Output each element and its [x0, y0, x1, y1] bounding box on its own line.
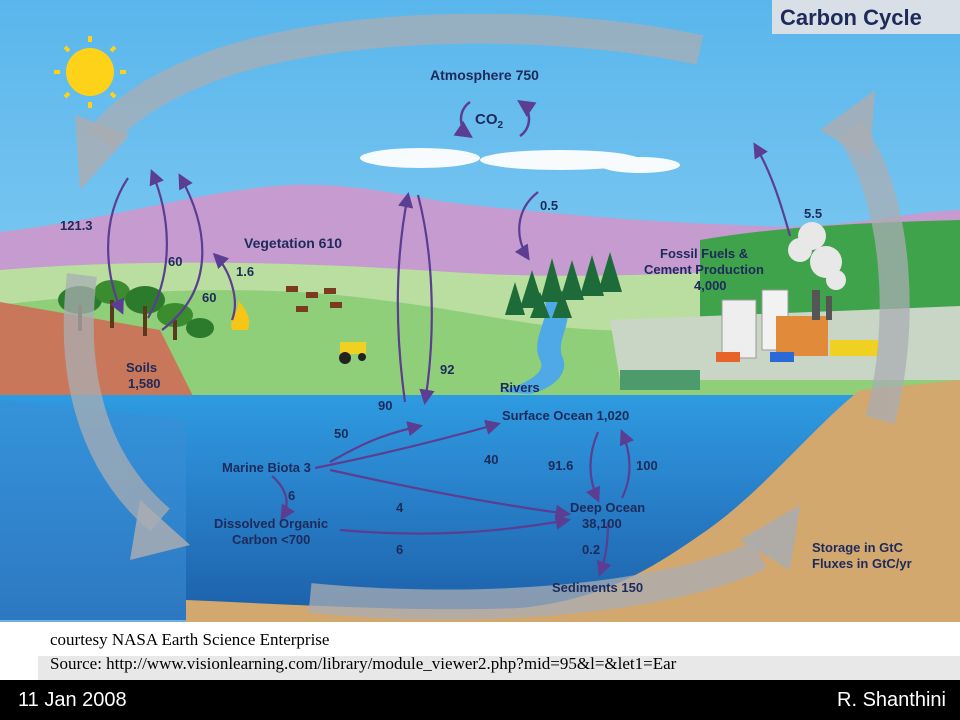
marine-biota-label: Marine Biota 3 [222, 460, 311, 475]
diagram-title: Carbon Cycle [780, 5, 922, 30]
deep-ocean-label: Deep Ocean [570, 500, 645, 515]
flux-92: 92 [440, 362, 454, 377]
legend-fluxes: Fluxes in GtC/yr [812, 556, 912, 571]
flux-0-2: 0.2 [582, 542, 600, 557]
caption-source: Source: http://www.visionlearning.com/li… [50, 654, 677, 673]
rivers-label: Rivers [500, 380, 540, 395]
co2-subscript: 2 [498, 120, 504, 131]
source-strip [38, 656, 960, 680]
footer-author: R. Shanthini [837, 689, 946, 711]
cycle-arrows [63, 13, 910, 620]
vegetation-label: Vegetation 610 [244, 235, 342, 251]
carbon-cycle-diagram: CO2 Carbon Cycle Atmosphere 750 Vegetati… [0, 0, 960, 622]
fire-icon [231, 300, 250, 330]
flux-1-6: 1.6 [236, 264, 254, 279]
flux-60-b: 60 [202, 290, 216, 305]
river [500, 300, 568, 394]
flux-100: 100 [636, 458, 658, 473]
co2-symbol: CO2 [453, 100, 537, 138]
deep-ocean-value: 38,100 [582, 516, 622, 531]
cattle-icon [286, 286, 342, 312]
doc-label-2: Carbon <700 [232, 532, 310, 547]
flux-arrows [107, 142, 792, 577]
conifer-forest [505, 252, 622, 318]
sea-floor [186, 380, 960, 622]
flux-60-a: 60 [168, 254, 182, 269]
soils-value: 1,580 [128, 376, 161, 391]
cycle-arrowheads [75, 90, 875, 570]
cloud-icon [360, 148, 680, 173]
caption: courtesy NASA Earth Science Enterprise S… [50, 628, 676, 676]
flux-121-3: 121.3 [60, 218, 93, 233]
flux-91-6: 91.6 [548, 458, 573, 473]
soils-label: Soils [126, 360, 157, 375]
flux-40: 40 [484, 452, 498, 467]
wetland-icon [620, 370, 700, 390]
sea-floor-front [0, 400, 186, 622]
flux-50: 50 [334, 426, 348, 441]
flux-5-5: 5.5 [804, 206, 822, 221]
flux-0-5: 0.5 [540, 198, 558, 213]
surface-ocean-label: Surface Ocean 1,020 [502, 408, 629, 423]
doc-label-1: Dissolved Organic [214, 516, 328, 531]
fossil-value: 4,000 [694, 278, 727, 293]
sun-icon [54, 36, 126, 108]
slide-footer: 11 Jan 2008 R. Shanthini [0, 680, 960, 720]
flux-90: 90 [378, 398, 392, 413]
flux-6-a: 6 [288, 488, 295, 503]
smoke-icon [788, 222, 846, 290]
flux-4: 4 [396, 500, 404, 515]
footer-date: 11 Jan 2008 [18, 689, 127, 711]
co2-label: CO [475, 111, 498, 128]
city-icon [716, 289, 878, 362]
fossil-label-1: Fossil Fuels & [660, 246, 748, 261]
legend-storage: Storage in GtC [812, 540, 904, 555]
sediments-label: Sediments 150 [552, 580, 643, 595]
fossil-label-2: Cement Production [644, 262, 764, 277]
caption-credit: courtesy NASA Earth Science Enterprise [50, 630, 330, 649]
flux-6-b: 6 [396, 542, 403, 557]
tractor-icon [339, 342, 366, 364]
atmosphere-label: Atmosphere 750 [430, 67, 539, 83]
title-bar [772, 0, 960, 34]
svg-text:CO2: CO2 [475, 111, 504, 131]
soil-cliff [0, 302, 195, 400]
